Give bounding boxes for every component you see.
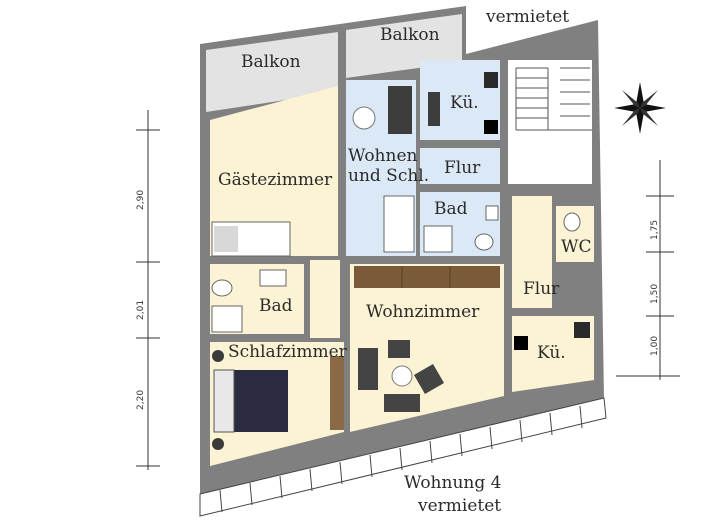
label-kueche-top: Kü.	[450, 93, 479, 113]
room-wohnzimmer	[350, 264, 504, 432]
sink	[259, 269, 287, 287]
bed-head	[213, 369, 235, 433]
stairwell	[508, 60, 592, 184]
fridge-right	[514, 336, 528, 350]
coffee-table	[391, 365, 413, 387]
corridor-left	[310, 260, 340, 338]
label-wohnung4-line1: Wohnung 4	[404, 473, 502, 493]
facade-strip	[199, 397, 607, 517]
label-schlafzimmer: Schlafzimmer	[228, 342, 347, 362]
dim-right-a: 1,75	[650, 219, 660, 240]
dim-right-c: 1,00	[650, 335, 660, 356]
pillow	[214, 226, 238, 252]
label-bad-left: Bad	[259, 296, 293, 316]
dim-left-c: 2,20	[136, 389, 146, 410]
wardrobe	[330, 356, 344, 430]
label-top-vermietet: vermietet	[486, 7, 570, 27]
shower	[211, 305, 243, 333]
label-wohnen-line2: und Schl.	[348, 166, 430, 186]
fridge	[484, 120, 498, 134]
label-wohnzimmer: Wohnzimmer	[366, 302, 480, 322]
sofa-left	[358, 348, 378, 390]
room-gaestezimmer	[210, 86, 338, 256]
label-wohnung4-line2: vermietet	[418, 496, 502, 516]
sink-mid	[485, 205, 499, 221]
room-flur-mid	[420, 148, 500, 184]
toilet-wc	[563, 212, 581, 232]
label-balkon-right: Balkon	[380, 25, 440, 45]
stove-right	[574, 322, 590, 338]
label-gaestezimmer: Gästezimmer	[218, 170, 333, 190]
bed-dark	[232, 370, 288, 432]
dim-right-b: 1,50	[650, 283, 660, 304]
speaker	[212, 438, 224, 450]
label-balkon-left: Balkon	[241, 52, 301, 72]
floor-strip	[354, 266, 500, 288]
bed-small	[383, 195, 415, 253]
label-flur-mid: Flur	[444, 158, 481, 178]
armchair	[388, 340, 410, 358]
stove	[484, 72, 498, 88]
sofa	[388, 86, 412, 134]
sofa-bottom	[384, 394, 420, 412]
label-flur-right: Flur	[523, 279, 560, 299]
facade-hatch	[219, 405, 583, 513]
label-wohnen-line1: Wohnen	[348, 146, 418, 166]
toilet-mid	[474, 233, 494, 251]
room-flur-right	[512, 196, 552, 308]
armchair-2	[413, 363, 445, 395]
toilet	[211, 279, 233, 297]
compass-rose-icon	[614, 82, 666, 134]
round-table	[352, 106, 376, 130]
speaker	[212, 350, 224, 362]
stairs	[515, 67, 592, 131]
label-kueche-right: Kü.	[537, 343, 566, 363]
label-wc: WC	[561, 237, 592, 257]
shower-mid	[423, 225, 453, 253]
dim-left-a: 2,90	[136, 189, 146, 210]
label-bad-mid: Bad	[434, 199, 468, 219]
balcony-left	[206, 32, 338, 112]
dining-chairs	[428, 92, 440, 126]
room-kueche-right	[512, 316, 594, 392]
dim-left-b: 2,01	[136, 299, 146, 320]
